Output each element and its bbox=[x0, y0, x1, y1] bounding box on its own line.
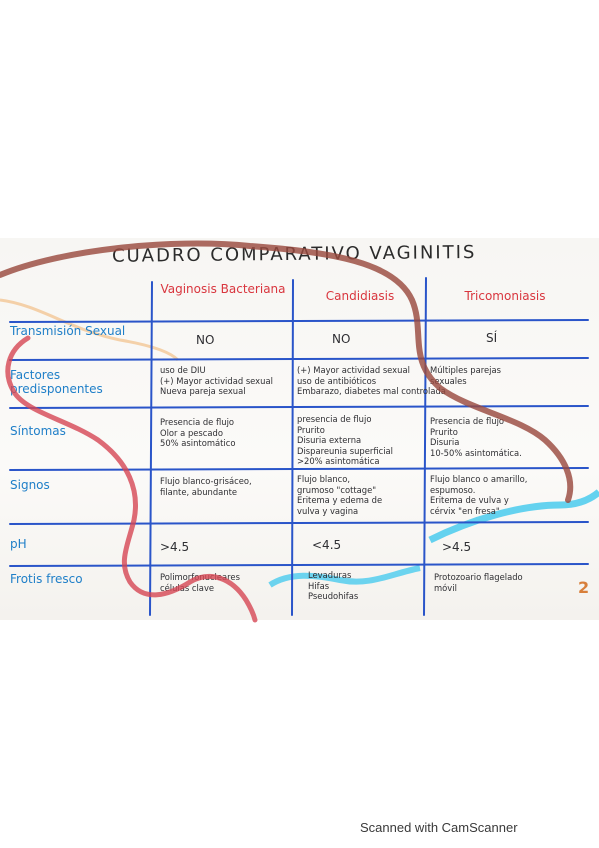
cell-text-line: Disuria bbox=[430, 437, 460, 448]
cell-signos-tricomoniasis: Flujo blanco o amarillo,espumoso.Eritema… bbox=[430, 474, 527, 516]
grid-line-h1 bbox=[9, 319, 589, 323]
column-header-tricomoniasis: Tricomoniasis bbox=[464, 289, 546, 303]
scanner-watermark: Scanned with CamScanner bbox=[360, 820, 518, 835]
cell-text-line: Protozoario flagelado bbox=[434, 572, 523, 582]
cell-text-line: grumoso "cottage" bbox=[297, 484, 377, 495]
cell-text-line: Flujo blanco o amarillo, bbox=[430, 474, 528, 484]
cell-transmision-vaginosis: NO bbox=[196, 333, 214, 347]
cell-text-line: uso de DIU bbox=[160, 365, 206, 375]
row-label-ph: pH bbox=[10, 537, 27, 551]
row-label-frotis: Frotis fresco bbox=[10, 572, 83, 586]
cell-signos-candidiasis: Flujo blanco,grumoso "cottage"Eritema y … bbox=[297, 474, 382, 516]
grid-line-h6 bbox=[9, 563, 589, 567]
cell-text-line: NO bbox=[332, 332, 351, 346]
cell-text-line: espumoso. bbox=[430, 484, 476, 495]
cell-text-line: Presencia de flujo bbox=[160, 417, 235, 427]
cell-text-line: sexuales bbox=[430, 375, 467, 386]
cell-text-line: Disuria externa bbox=[297, 435, 362, 446]
grid-line-h3 bbox=[9, 405, 589, 409]
cell-text-line: vulva y vagina bbox=[297, 505, 359, 516]
cell-text-line: Pseudohifas bbox=[308, 591, 359, 602]
cell-text-line: Prurito bbox=[430, 426, 458, 437]
row-label-sintomas: Síntomas bbox=[10, 424, 66, 438]
cell-text-line: Olor a pescado bbox=[160, 427, 223, 438]
cell-text-line: NO bbox=[196, 333, 215, 347]
grid-line-h4 bbox=[9, 467, 589, 471]
column-header-candidiasis: Candidiasis bbox=[325, 289, 395, 303]
cell-text-line: Dispareunia superficial bbox=[297, 445, 393, 456]
column-header-vaginosis: Vaginosis Bacteriana bbox=[160, 282, 286, 296]
cell-text-line: (+) Mayor actividad sexual bbox=[160, 375, 273, 386]
row-label-signos: Signos bbox=[10, 478, 50, 492]
cell-text-line: SÍ bbox=[486, 331, 498, 345]
cell-ph-tricomoniasis: >4.5 bbox=[442, 540, 471, 554]
cell-ph-vaginosis: >4.5 bbox=[160, 540, 189, 554]
cell-text-line: Eritema de vulva y bbox=[430, 495, 509, 506]
cell-signos-vaginosis: Flujo blanco-grisáceo,filante, abundante bbox=[160, 476, 252, 497]
cell-text-line: 50% asintomático bbox=[160, 438, 236, 449]
cell-text-line: >20% asintomática bbox=[297, 456, 380, 467]
cell-text-line: Levaduras bbox=[308, 570, 352, 580]
cell-text-line: Eritema y edema de bbox=[297, 495, 383, 506]
cell-text-line: Hifas bbox=[308, 580, 330, 591]
cell-text-line: Múltiples parejas bbox=[430, 365, 501, 375]
cell-text-line: Presencia de flujo bbox=[430, 416, 505, 426]
cell-text-line: Nueva pareja sexual bbox=[160, 386, 246, 397]
cell-text-line: presencia de flujo bbox=[297, 414, 372, 424]
cell-text-line: Flujo blanco, bbox=[297, 474, 351, 484]
grid-line-h2 bbox=[9, 357, 589, 361]
cell-text-line: móvil bbox=[434, 582, 457, 593]
cell-text-line: (+) Mayor actividad sexual bbox=[297, 365, 410, 375]
row-label-transmision: Transmisión Sexual bbox=[10, 324, 126, 338]
cell-transmision-candidiasis: NO bbox=[332, 332, 350, 346]
cell-text-line: cérvix "en fresa" bbox=[430, 505, 500, 516]
cell-text-line: Embarazo, diabetes mal controlada bbox=[297, 386, 446, 397]
cell-text-line: >4.5 bbox=[442, 540, 472, 554]
cell-text-line: Flujo blanco-grisáceo, bbox=[160, 476, 252, 486]
cell-text-line: >4.5 bbox=[160, 540, 190, 554]
grid-line-v2 bbox=[291, 279, 294, 616]
cell-text-line: Prurito bbox=[297, 424, 325, 435]
cell-text-line: uso de antibióticos bbox=[297, 375, 377, 386]
page-number: 2 bbox=[578, 578, 590, 597]
cell-text-line: Polimorfonucleares bbox=[160, 572, 240, 582]
grid-line-h5 bbox=[9, 521, 589, 525]
cell-text-line: filante, abundante bbox=[160, 486, 238, 497]
row-label-factores: Factores predisponentes bbox=[10, 368, 103, 396]
cell-text-line: 10-50% asintomática. bbox=[430, 447, 522, 458]
cell-transmision-tricomoniasis: SÍ bbox=[486, 331, 497, 345]
cell-ph-candidiasis: <4.5 bbox=[312, 538, 341, 552]
cell-text-line: células clave bbox=[160, 582, 215, 593]
cell-text-line: <4.5 bbox=[312, 538, 342, 552]
